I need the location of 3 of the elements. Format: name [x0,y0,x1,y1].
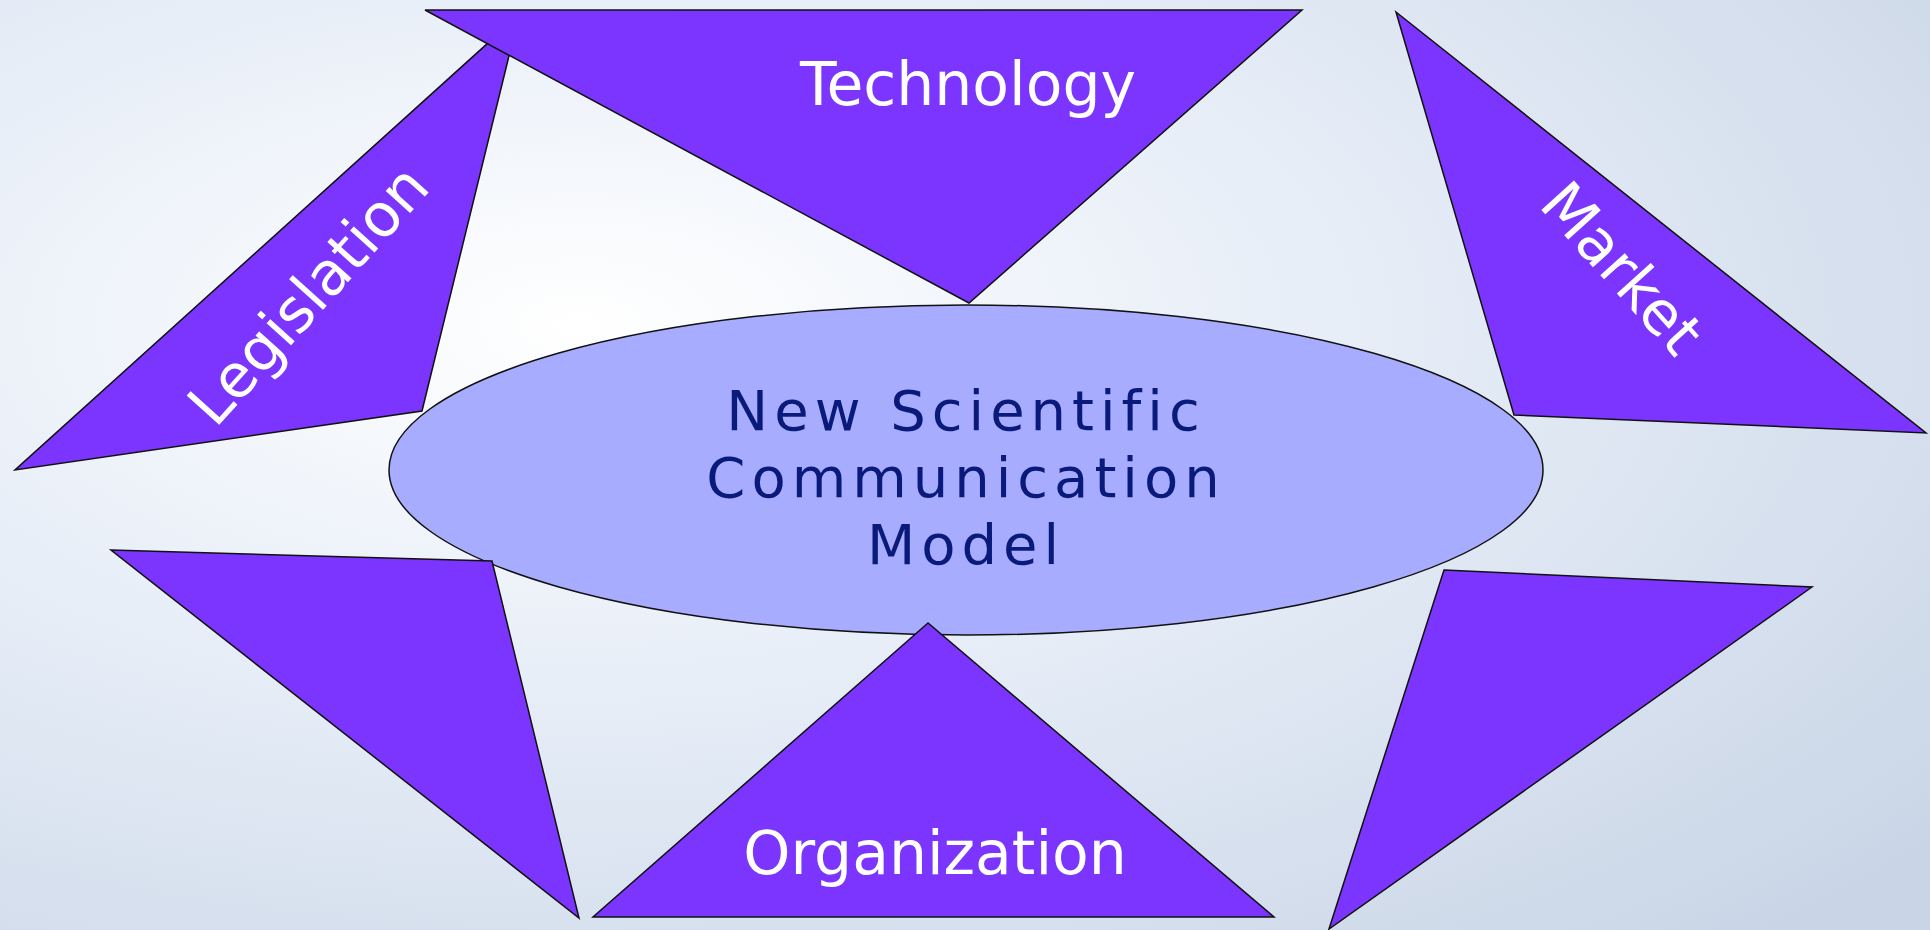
topic-label: Technology [799,49,1137,119]
model-title: New Scientific Communication Model [705,377,1227,579]
topic-label: Organization [743,818,1127,888]
